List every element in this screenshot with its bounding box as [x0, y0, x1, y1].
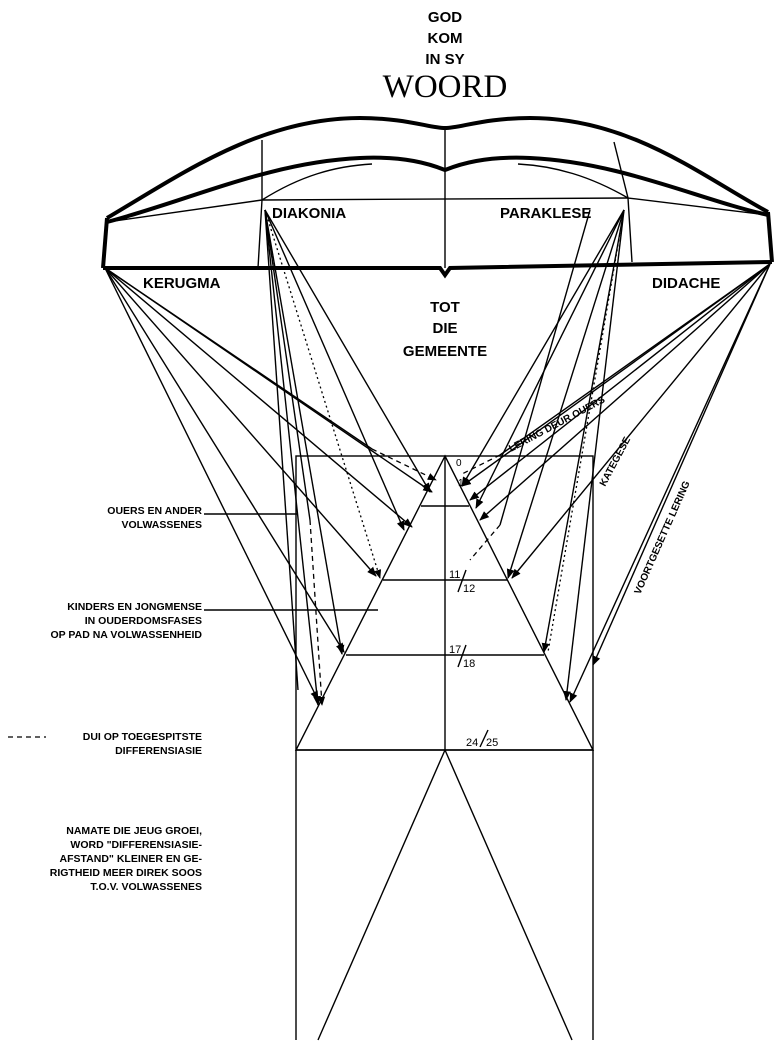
- age-1: 1: [458, 478, 464, 489]
- label-kategese: KATEGESE: [598, 435, 633, 488]
- age-0: 0: [456, 458, 462, 469]
- legend-dui-2: DIFFERENSIASIE: [115, 745, 202, 757]
- note-line-1: NAMATE DIE JEUG GROEI,: [66, 825, 202, 837]
- age-25: 25: [486, 737, 498, 749]
- legend-kinders-2: IN OUDERDOMSFASES: [85, 615, 202, 627]
- paraklese-arrows: [461, 209, 625, 701]
- legend-dui-1: DUI OP TOEGESPITSTE: [83, 731, 202, 743]
- legend-kinders-1: KINDERS EN JONGMENSE: [67, 601, 202, 613]
- header-kom: KOM: [428, 30, 463, 47]
- note-line-5: T.O.V. VOLWASSENES: [90, 881, 202, 893]
- open-book-icon: [101, 115, 774, 279]
- note-line-4: RIGTHEID MEER DIREK SOOS: [50, 867, 202, 879]
- center-tot: TOT: [430, 299, 460, 316]
- center-gemeente: GEMEENTE: [403, 343, 487, 360]
- note-line-2: WORD "DIFFERENSIASIE-: [70, 839, 202, 851]
- age-17: 17: [449, 644, 461, 656]
- header-in-sy: IN SY: [425, 51, 464, 68]
- lower-extension: [295, 749, 594, 1041]
- age-18: 18: [463, 658, 475, 670]
- label-kerugma: KERUGMA: [143, 275, 221, 292]
- age-slash-11-12: [457, 569, 467, 593]
- center-die: DIE: [432, 320, 457, 337]
- age-24: 24: [466, 737, 478, 749]
- age-slash-17-18: [457, 644, 467, 668]
- label-didache: DIDACHE: [652, 275, 720, 292]
- diakonia-arrows: [264, 209, 431, 706]
- header-woord: WOORD: [383, 69, 508, 105]
- legend-ouers-2: VOLWASSENES: [121, 519, 202, 531]
- note-line-3: AFSTAND" KLEINER EN GE-: [60, 853, 203, 865]
- age-12: 12: [463, 583, 475, 595]
- didache-arrows: [461, 263, 771, 703]
- label-paraklese: PARAKLESE: [500, 205, 591, 222]
- legend-ouers-1: OUERS EN ANDER: [107, 505, 202, 517]
- header-god: GOD: [428, 9, 462, 26]
- age-slash-24-25: [479, 729, 489, 748]
- age-11: 11: [449, 569, 460, 581]
- kerugma-arrows: [104, 267, 437, 701]
- label-lering-deur-ouers: LERING DEUR OUERS: [507, 394, 607, 454]
- label-voortgesette-lering: VOORTGESETTE LERING: [633, 479, 693, 596]
- legend-kinders-3: OP PAD NA VOLWASSENHEID: [51, 629, 203, 641]
- label-diakonia: DIAKONIA: [272, 205, 346, 222]
